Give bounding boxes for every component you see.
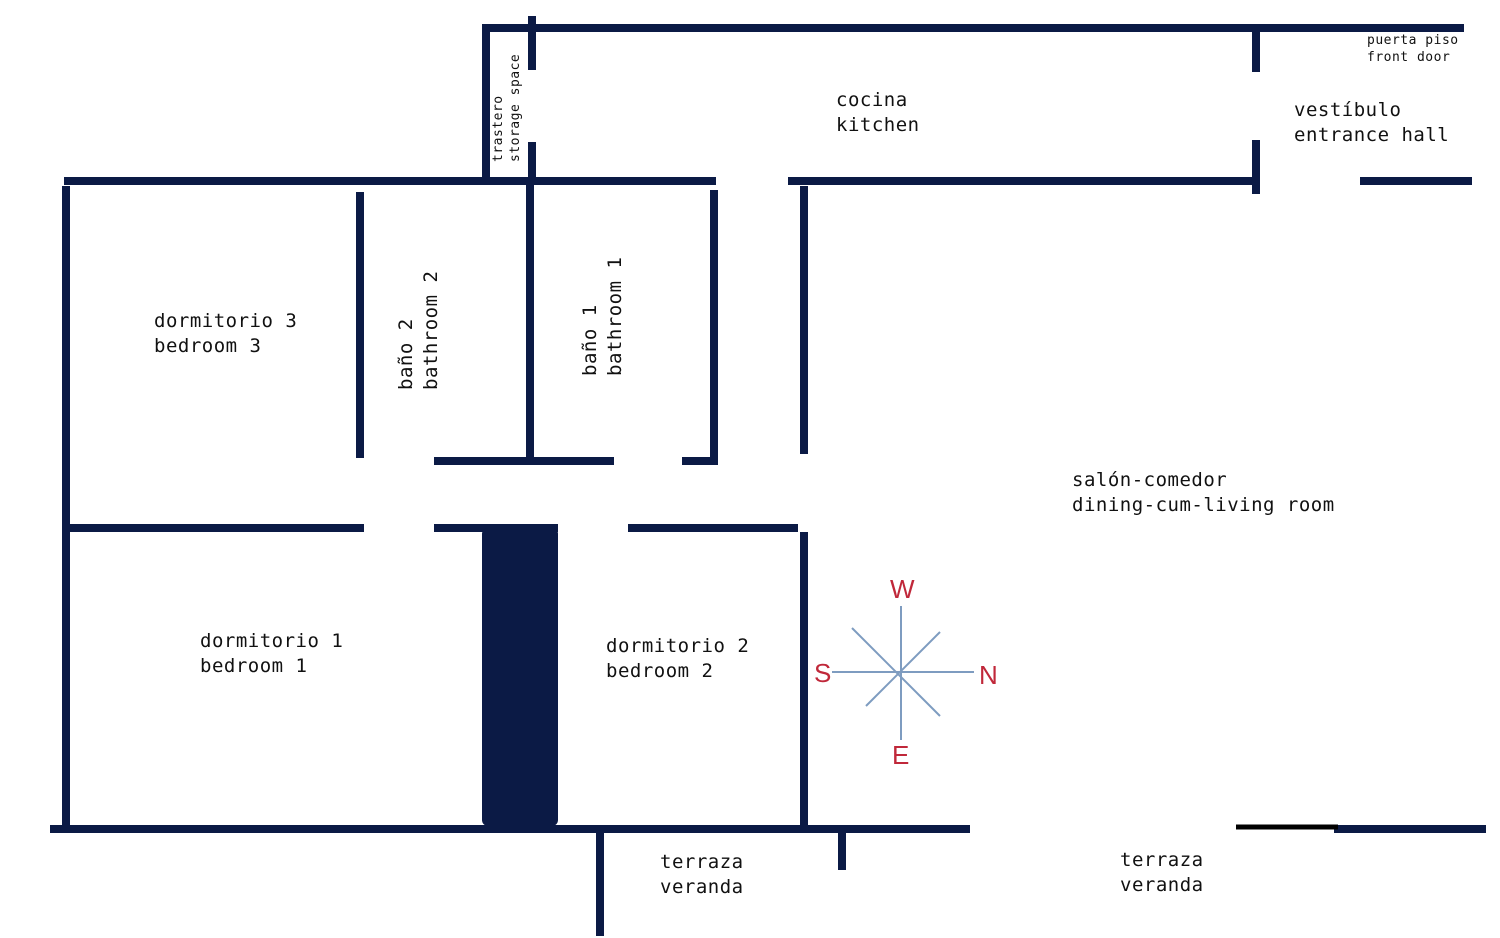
bedroom3-label: dormitorio 3 bedroom 3 [154,309,297,359]
wall-hall-bottom [1360,177,1472,185]
front-door-label: puerta piso front door [1367,32,1459,66]
wall-storage-right-lower [528,142,536,184]
kitchen-label-es: cocina [836,89,908,111]
walls [50,16,1486,936]
kitchen-label: cocina kitchen [836,88,920,138]
bathroom2-label-es: baño 2 [395,318,417,390]
compass-east: E [892,740,910,770]
compass-line-diag2 [865,631,941,707]
compass-line-diag1 [851,627,941,717]
veranda-left-label-en: veranda [660,876,744,898]
wall-hall-lower [1252,140,1260,194]
kitchen-label-en: kitchen [836,114,920,136]
wall-living-left-lower [800,532,808,828]
compass-west: W [890,574,915,604]
wall-bed2-top [628,524,798,532]
bedroom3-label-en: bedroom 3 [154,335,262,357]
wall-bath-divider [526,184,534,462]
entrance-hall-label-en: entrance hall [1294,124,1450,146]
bathroom1-label-es: baño 1 [579,304,601,376]
wall-veranda-left [596,830,604,936]
veranda-left-label: terraza veranda [660,850,744,900]
wall-living-left-upper [800,186,808,454]
living-room-label-en: dining-cum-living room [1072,494,1335,516]
veranda-right-label: terraza veranda [1120,848,1204,898]
wardrobe-block [482,528,558,826]
bedroom2-label: dormitorio 2 bedroom 2 [606,634,749,684]
living-room-label-es: salón-comedor [1072,469,1228,491]
bathroom2-label-en: bathroom 2 [420,270,442,390]
wall-bottom-right [1334,825,1486,833]
storage-label-en: storage space [508,53,523,162]
wall-storage-left [482,24,490,184]
entrance-hall-label-es: vestíbulo [1294,99,1402,121]
bedroom2-label-en: bedroom 2 [606,660,714,682]
bathroom1-label-en: bathroom 1 [604,256,626,376]
bathroom2-label: baño 2 bathroom 2 [394,271,444,390]
living-room-label: salón-comedor dining-cum-living room [1072,468,1335,518]
bathroom1-label: baño 1 bathroom 1 [578,257,628,376]
wall-mid-top-right [788,177,1258,185]
wall-bed1-top [66,524,364,532]
front-door-label-en: front door [1367,50,1451,65]
compass-rose [832,606,974,740]
wall-bath1-right [710,190,718,464]
storage-label: trastero storage space [490,54,524,162]
bedroom1-label-es: dormitorio 1 [200,630,344,652]
compass-north: N [979,660,998,690]
wall-mid-top-left [64,177,716,185]
veranda-right-label-es: terraza [1120,849,1204,871]
wall-bottom-left [50,825,970,833]
wall-storage-right-upper [528,16,536,70]
wall-bath-bottom-left [434,457,614,465]
storage-label-es: trastero [491,95,506,162]
entrance-hall-label: vestíbulo entrance hall [1294,98,1449,148]
bedroom1-label-en: bedroom 1 [200,655,308,677]
veranda-right-label-en: veranda [1120,874,1204,896]
wall-hall-upper [1252,30,1260,72]
compass-south: S [814,658,832,688]
bedroom3-label-es: dormitorio 3 [154,310,298,332]
wall-bath-bottom-right [682,457,718,465]
wall-veranda-right [838,830,846,870]
wall-bath2-left [356,192,364,458]
bedroom1-label: dormitorio 1 bedroom 1 [200,629,343,679]
wall-left [62,186,70,828]
wall-top [484,24,1464,32]
veranda-left-label-es: terraza [660,851,744,873]
front-door-label-es: puerta piso [1367,33,1459,48]
bedroom2-label-es: dormitorio 2 [606,635,750,657]
